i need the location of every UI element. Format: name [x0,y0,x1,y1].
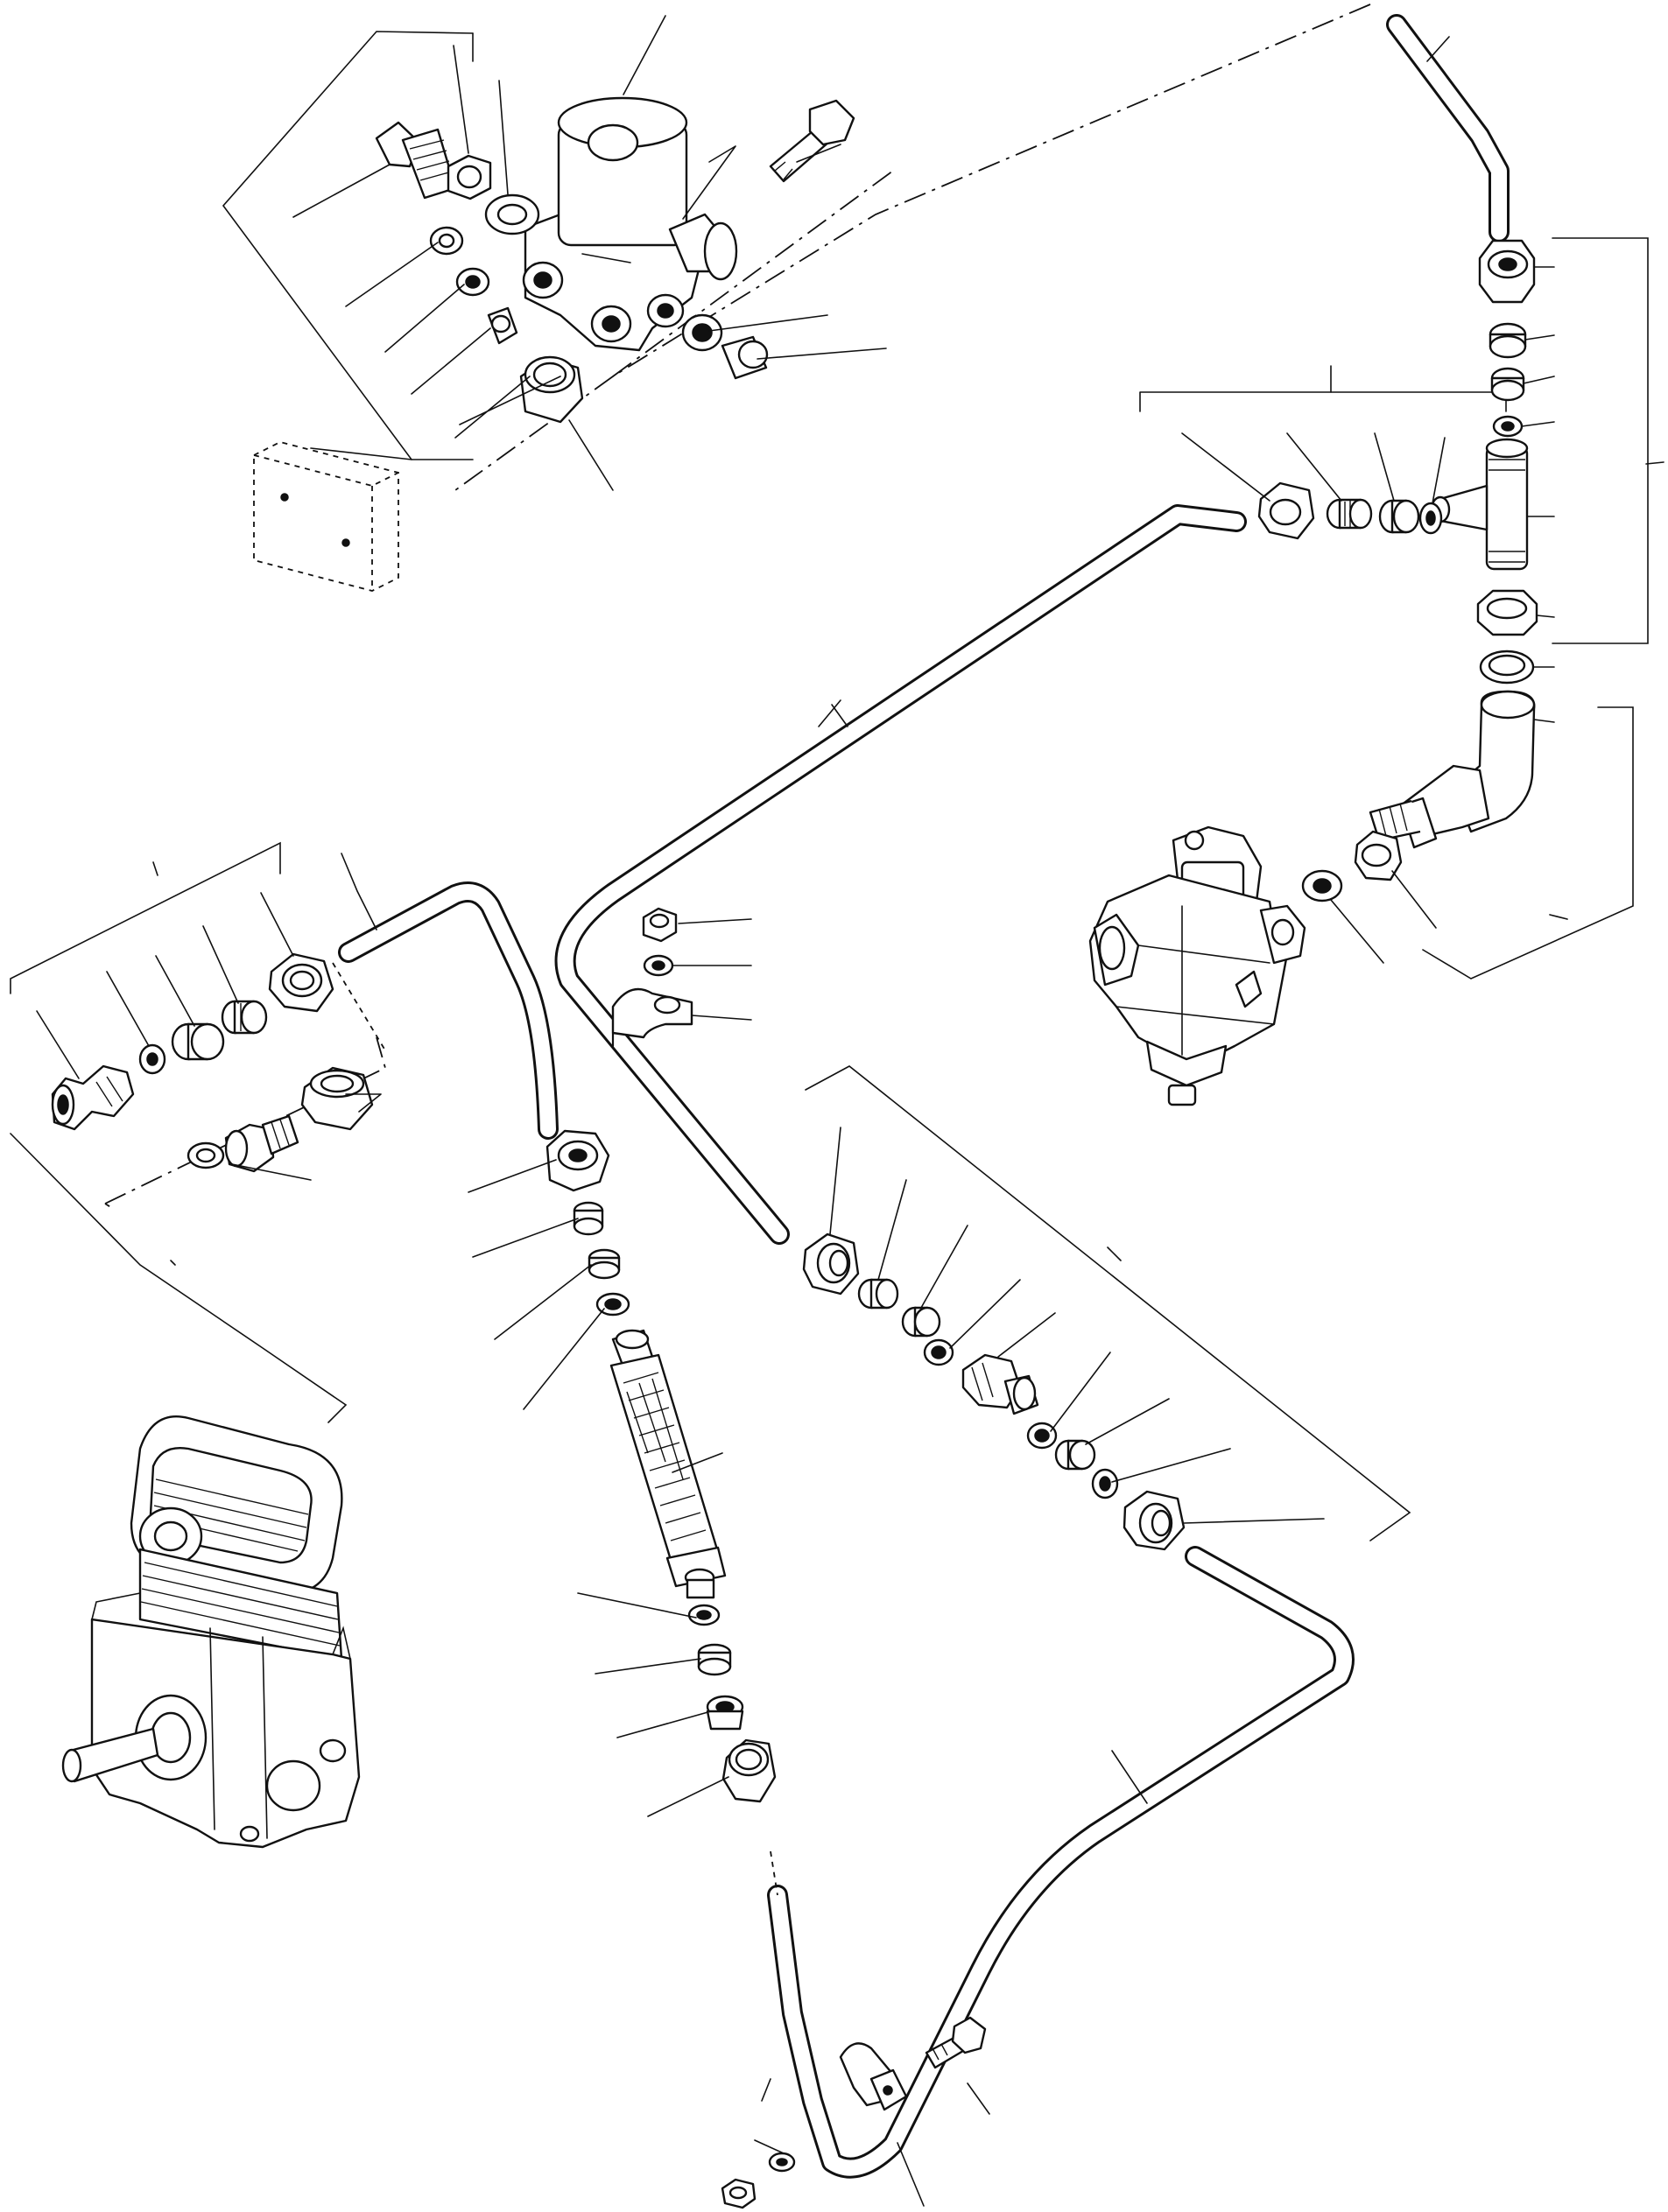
tee-fitting-icon [1430,438,1529,571]
air-tube-compressor-outlet [338,881,559,1140]
seal-washer-icon [1418,502,1443,535]
hex-nut-icon [642,907,678,943]
air-compressor-icon [61,1415,361,1849]
ferrule-icon [1054,1439,1096,1471]
seal-washer-icon [687,1604,721,1626]
seal-washer-icon [1026,1422,1058,1450]
adapter-nut-icon [447,154,492,200]
tube-nut-icon [1478,239,1536,304]
ferrule-icon [1378,499,1420,534]
ferrule-icon [901,1306,941,1338]
lock-washer-icon [643,954,674,977]
connector-nut-icon [1301,830,1403,902]
union-fitting-icon [51,1064,135,1131]
tube-nut-icon [1123,1490,1186,1551]
tube-clamp-icon [839,2042,908,2111]
mounting-block-icon [253,441,399,592]
callout-leaders [36,15,1664,2207]
sleeve-icon [573,1201,604,1236]
assembly-brackets [10,31,1649,1541]
tube-nut-icon [802,1232,860,1296]
hex-locknut-icon [1476,589,1538,636]
sleeve-icon [706,1695,744,1731]
sleeve-icon [1091,1468,1119,1499]
sleeve-icon [1326,498,1373,530]
air-tube-long-diagonal [554,504,1247,1245]
air-governor-icon [1088,825,1306,1106]
hex-nut-icon [721,2178,757,2209]
seal-washer-icon [138,1043,166,1075]
ferrule-icon [1489,322,1527,438]
sleeve-icon [857,1278,899,1310]
union-fitting-icon [961,1353,1039,1415]
air-tube-top-right [1386,14,1510,242]
tube-nut-icon [268,952,334,1013]
tube-nut-icon [545,1129,610,1192]
air-tube-lower-loop [767,1546,1355,2179]
sleeve-icon [221,1000,268,1035]
hex-bolt-icon [769,99,855,183]
lock-washer-icon [768,2152,796,2173]
seal-washer-icon [923,1338,954,1366]
tube-clip-icon [611,987,693,1048]
tube-nut-icon [1257,481,1315,540]
ferrule-icon [588,1248,621,1280]
breather-fitting-icon [375,121,457,200]
outlet-fitting-icon [681,313,769,380]
inline-filter-icon [609,1329,727,1599]
union-nut-icon [519,355,584,424]
adapter-fitting-icon [187,1114,299,1173]
clamp-bolt-icon [925,2016,987,2069]
seal-washer-icon [595,1292,630,1317]
seal-washer-icon [429,193,540,345]
connector-nut-icon [300,1066,374,1131]
o-ring-icon [1479,650,1535,685]
valve-with-reservoir-icon [522,96,738,352]
assembly-centerlines [104,4,1371,1896]
ferrule-icon [171,1022,225,1061]
tube-nut-icon [721,1738,777,1803]
elbow-fitting-icon [1369,690,1536,849]
ferrule-icon [697,1643,732,1676]
